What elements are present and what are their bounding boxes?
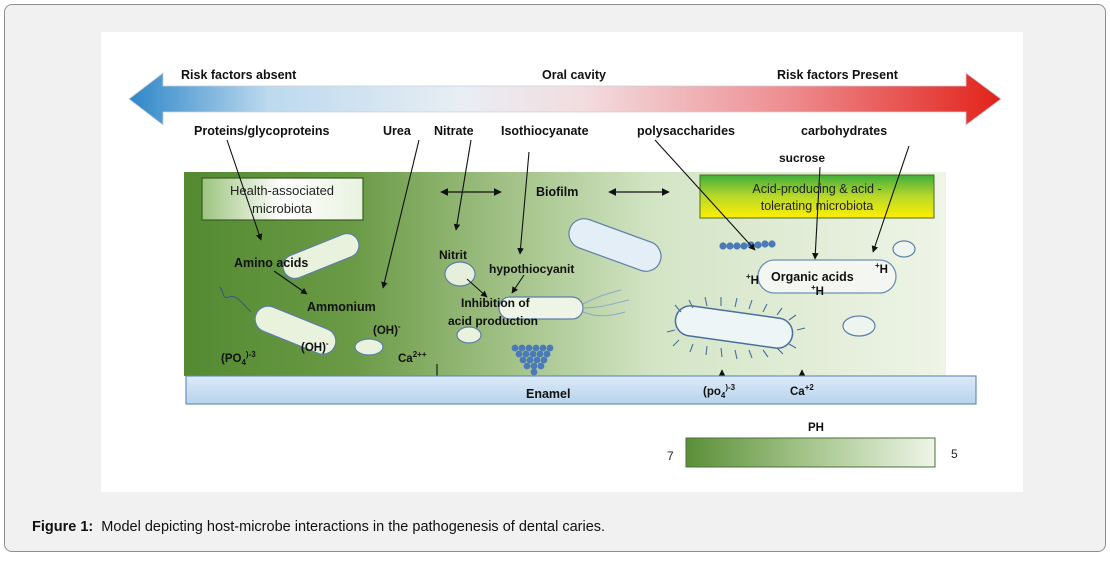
hypothiocyanit-label: hypothiocyanit	[489, 262, 574, 276]
h-plus-right: +H	[875, 261, 888, 276]
acid-microbiota-line2: tolerating microbiota	[761, 199, 874, 213]
po4-left-label: (PO4)-3	[221, 350, 256, 367]
nitrit-label: Nitrit	[439, 248, 467, 262]
bacterium-rod-4	[568, 218, 662, 272]
flagellum-1	[218, 286, 252, 313]
organic-acids-rod	[757, 259, 897, 294]
ammonium-label: Ammonium	[307, 300, 376, 314]
sucrose-label: sucrose	[779, 151, 825, 165]
polysaccharides-label: polysaccharides	[637, 124, 735, 138]
oh-label-1: (OH)-	[373, 322, 401, 337]
bacterium-coccus-3	[456, 326, 482, 344]
organic-acids-label: Organic acids	[771, 270, 854, 284]
enamel-bar	[185, 375, 977, 405]
bacterium-spiky	[666, 296, 806, 360]
figure-image: Risk factors absent Oral cavity Risk fac…	[101, 32, 1023, 492]
oh-label-2: (OH)-	[301, 339, 329, 354]
bacterium-rod-1	[282, 232, 360, 280]
inhibition-label-line2: acid production	[448, 314, 538, 328]
inhibition-label-line1: Inhibition of	[461, 296, 531, 310]
oral-cavity-label: Oral cavity	[542, 68, 606, 82]
biofilm-label: Biofilm	[536, 185, 578, 199]
ph-value-left: 7	[667, 449, 674, 463]
nitrate-label: Nitrate	[434, 124, 474, 138]
figure-card: Risk factors absent Oral cavity Risk fac…	[4, 4, 1106, 552]
bacterium-coccus-4	[892, 240, 916, 258]
acid-microbiota-line1: Acid-producing & acid -	[752, 182, 881, 196]
flagella-2	[582, 289, 630, 317]
isothiocyanate-label: Isothiocyanate	[501, 124, 589, 138]
caption-label: Figure 1:	[32, 519, 94, 535]
health-microbiota-box	[201, 177, 364, 221]
po4-right-label: (po4)-3	[703, 383, 736, 400]
risk-absent-label: Risk factors absent	[181, 68, 297, 82]
bacterium-coccus-5	[842, 315, 876, 337]
ph-gradient-bar	[685, 437, 936, 468]
health-microbiota-line2: microbiota	[252, 201, 313, 216]
amino-acids-label: Amino acids	[234, 256, 308, 270]
ph-title: PH	[808, 422, 824, 434]
caption-text: Model depicting host-microbe interaction…	[101, 519, 606, 535]
ca-left-label: Ca2++	[398, 350, 427, 365]
bacterium-coccus-1	[354, 338, 384, 356]
cocci-cluster	[511, 344, 554, 376]
carbohydrates-label: carbohydrates	[801, 124, 887, 138]
pathway-arrows	[226, 139, 910, 400]
proteins-label: Proteins/glycoproteins	[194, 124, 329, 138]
risk-gradient-arrow	[128, 72, 1002, 126]
risk-present-label: Risk factors Present	[777, 68, 899, 82]
cocci-chain	[719, 240, 776, 250]
h-plus-left: +H	[746, 272, 759, 287]
diagram-svg: Risk factors absent Oral cavity Risk fac…	[128, 68, 1002, 468]
acid-microbiota-box	[699, 174, 935, 219]
ca-right-label: Ca+2	[790, 383, 814, 398]
ph-value-right: 5	[951, 447, 958, 461]
health-microbiota-line1: Health-associated	[230, 183, 334, 198]
bacterium-rod-2	[254, 305, 337, 355]
urea-label: Urea	[383, 124, 412, 138]
enamel-label: Enamel	[526, 387, 570, 401]
figure-caption: Figure 1: Model depicting host-microbe i…	[32, 519, 605, 535]
h-plus-bottom: +H	[811, 283, 824, 298]
